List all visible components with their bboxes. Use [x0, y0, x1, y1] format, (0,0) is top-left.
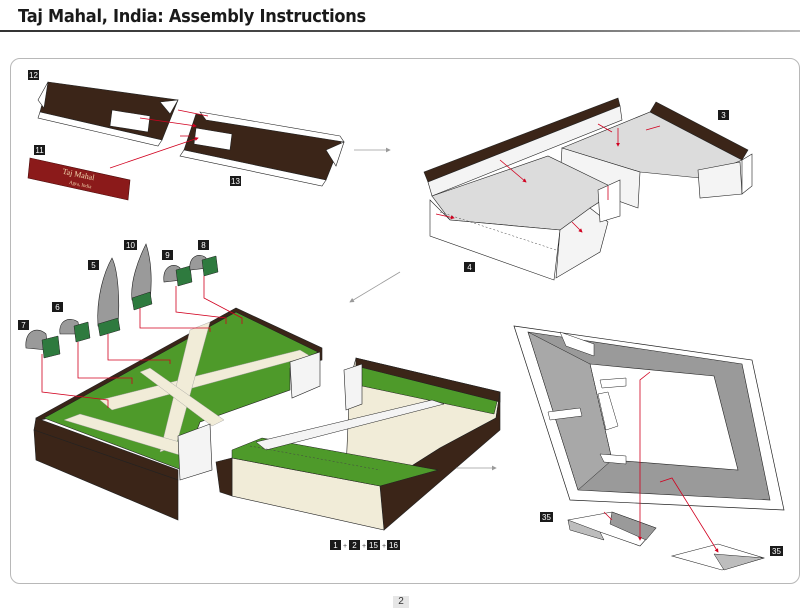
svg-text:+: +: [343, 543, 347, 550]
svg-text:10: 10: [126, 241, 135, 250]
tree-part-10: [132, 244, 152, 310]
step3-garden-base: [34, 308, 500, 530]
label-5: 5: [88, 260, 99, 270]
svg-text:+: +: [362, 543, 366, 550]
label-13: 13: [230, 176, 241, 186]
svg-text:6: 6: [55, 303, 60, 312]
tree-part-5: [98, 258, 120, 336]
tree-part-7: [26, 330, 60, 358]
label-7: 7: [18, 320, 29, 330]
svg-text:+: +: [382, 543, 386, 550]
svg-text:35: 35: [772, 547, 781, 556]
svg-text:12: 12: [29, 71, 38, 80]
svg-text:13: 13: [231, 177, 240, 186]
tree-part-6: [60, 319, 90, 342]
tree-part-9: [164, 265, 192, 286]
label-35-a: 35: [540, 512, 553, 522]
svg-text:16: 16: [389, 541, 398, 550]
step2-parts-3-4: 3 4: [424, 98, 752, 280]
step4-platform-frame: [514, 326, 784, 510]
assembly-sequence: 1 + 2 + 15 + 16: [330, 540, 400, 550]
label-3: 3: [718, 110, 729, 120]
label-8: 8: [198, 240, 209, 250]
page-number: 2: [393, 596, 409, 608]
svg-text:1: 1: [333, 541, 338, 550]
label-4: 4: [464, 262, 475, 272]
tree-part-8: [190, 255, 218, 276]
flow-arrow-2: [350, 272, 400, 302]
svg-text:5: 5: [91, 261, 96, 270]
part-11-nameplate: Taj Mahal Agra, India: [28, 158, 130, 200]
svg-text:8: 8: [201, 241, 206, 250]
part-12-piece: [38, 82, 178, 146]
svg-text:3: 3: [721, 111, 726, 120]
svg-text:15: 15: [369, 541, 378, 550]
part-13-piece: [180, 112, 344, 186]
part-35-pieces: [568, 512, 764, 570]
svg-text:9: 9: [165, 251, 170, 260]
svg-text:35: 35: [542, 513, 551, 522]
label-11: 11: [34, 145, 45, 155]
label-6: 6: [52, 302, 63, 312]
label-9: 9: [162, 250, 173, 260]
step1-parts-11-12-13: Taj Mahal Agra, India 12 11 13: [28, 70, 344, 200]
label-35-b: 35: [770, 546, 783, 556]
svg-text:4: 4: [467, 263, 472, 272]
svg-text:7: 7: [21, 321, 26, 330]
label-12: 12: [28, 70, 39, 80]
label-10: 10: [124, 240, 137, 250]
svg-text:11: 11: [35, 146, 44, 155]
svg-text:2: 2: [352, 541, 357, 550]
